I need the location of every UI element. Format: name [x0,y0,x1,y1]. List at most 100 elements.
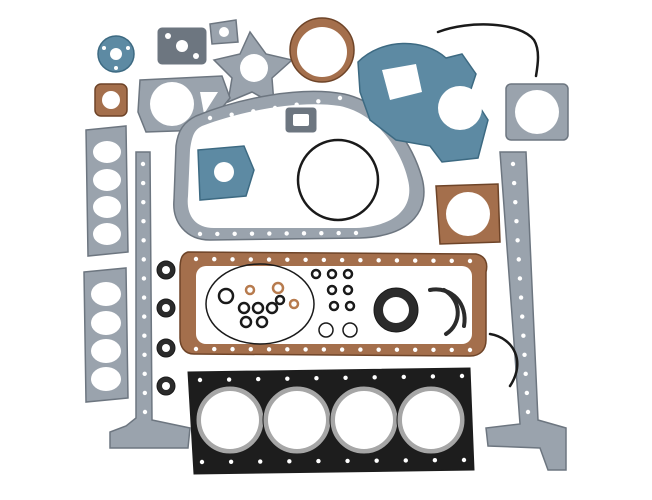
bolt-hole [142,390,148,396]
bolt-hole [525,409,531,415]
bolt-hole [141,295,147,300]
bolt-hole [467,347,473,353]
oil-pan-gasket-left [109,151,191,449]
small-triangle-gasket [209,19,239,45]
bolt-hole [248,347,253,352]
bolt-hole [141,257,146,262]
bolt-hole [522,352,527,357]
star-gasket [212,30,294,106]
crankshaft-oil-seal [373,287,419,333]
bolt-hole [140,180,146,186]
thermostat-gasket [94,83,128,117]
bolt-hole [515,238,520,243]
bolt-hole [394,347,400,352]
oil-pan-gasket-right [485,151,567,471]
bolt-hole [197,231,203,237]
small-rectangular-gasket [285,107,317,133]
bolt-hole [358,258,363,263]
bolt-hole [193,346,199,352]
bolt-hole [142,333,147,338]
bolt-hole [524,390,530,396]
bolt-hole [197,377,203,383]
o-ring-group-left [217,281,300,329]
manifold-gasket-lower [83,267,129,403]
bolt-hole [394,258,400,263]
bolt-hole [339,347,345,352]
bolt-hole [212,256,217,262]
bolt-hole [516,257,521,262]
split-seal-halves [428,287,467,336]
bolt-hole [284,231,289,236]
bolt-hole [303,257,308,262]
bolt-hole [314,376,319,381]
bolt-hole [413,258,418,263]
bolt-hole [140,161,146,167]
bolt-hole [319,231,324,236]
bolt-hole [193,256,199,262]
bolt-hole [513,199,518,205]
bolt-hole [523,371,528,377]
bolt-hole [228,459,234,464]
bolt-hole [511,180,517,186]
bolt-hole [372,375,377,380]
bolt-hole [518,295,524,300]
oil-pan-left-bolt-holes [140,161,148,415]
bolt-hole [461,457,467,463]
bolt-hole [215,231,220,237]
bolt-hole [521,333,526,338]
bolt-hole [376,347,381,352]
bolt-hole [142,371,147,377]
bolt-hole [251,109,256,114]
valve-stem-seal-grid [310,268,356,312]
head-gasket-bolt-holes [197,373,467,465]
bolt-hole [403,458,408,463]
bolt-hole [337,95,343,101]
bolt-hole [449,347,454,353]
bolt-hole [142,314,147,319]
bolt-hole [345,458,350,464]
bolt-hole [520,314,525,319]
round-cork-gasket [289,17,355,83]
blue-cover-plate [197,145,255,201]
bolt-hole [266,257,272,262]
bolt-hole [229,112,234,117]
oil-pan-right-bolt-holes [510,161,531,415]
timing-cover-gasket [173,90,425,241]
square-flange-gasket [157,27,207,65]
bolt-hole [339,257,345,263]
bolt-hole [249,231,255,236]
bolt-hole [343,375,348,380]
bolt-hole [353,230,359,236]
rubber-seal-strip [436,23,540,78]
bolt-hole [212,346,217,352]
bolt-hole [287,459,292,464]
bolt-hole [294,102,299,107]
bolt-hole [431,258,436,263]
bolt-hole [413,347,418,352]
bolt-hole [514,219,519,224]
bolt-hole [226,377,232,382]
rear-main-seal-arc [488,332,519,388]
bolt-hole [141,199,146,205]
square-gray-gasket-right [505,83,569,141]
bolt-hole [258,459,263,464]
bolt-hole [248,257,253,262]
bolt-hole [141,219,146,224]
manifold-gasket-upper [85,125,129,257]
bolt-hole [431,347,436,353]
bolt-hole [199,459,205,465]
cork-flange-gasket-right [435,183,501,245]
bolt-hole [467,258,473,264]
bolt-hole [256,376,261,382]
bolt-hole [459,373,465,379]
bolt-hole [432,458,438,463]
bolt-hole [303,347,308,352]
bolt-hole [141,276,147,281]
bolt-hole [401,374,406,380]
o-ring-pair [318,322,358,338]
bolt-hole [517,276,523,281]
bolt-hole [285,347,290,352]
bolt-hole [266,347,272,352]
bolt-hole [142,352,147,357]
